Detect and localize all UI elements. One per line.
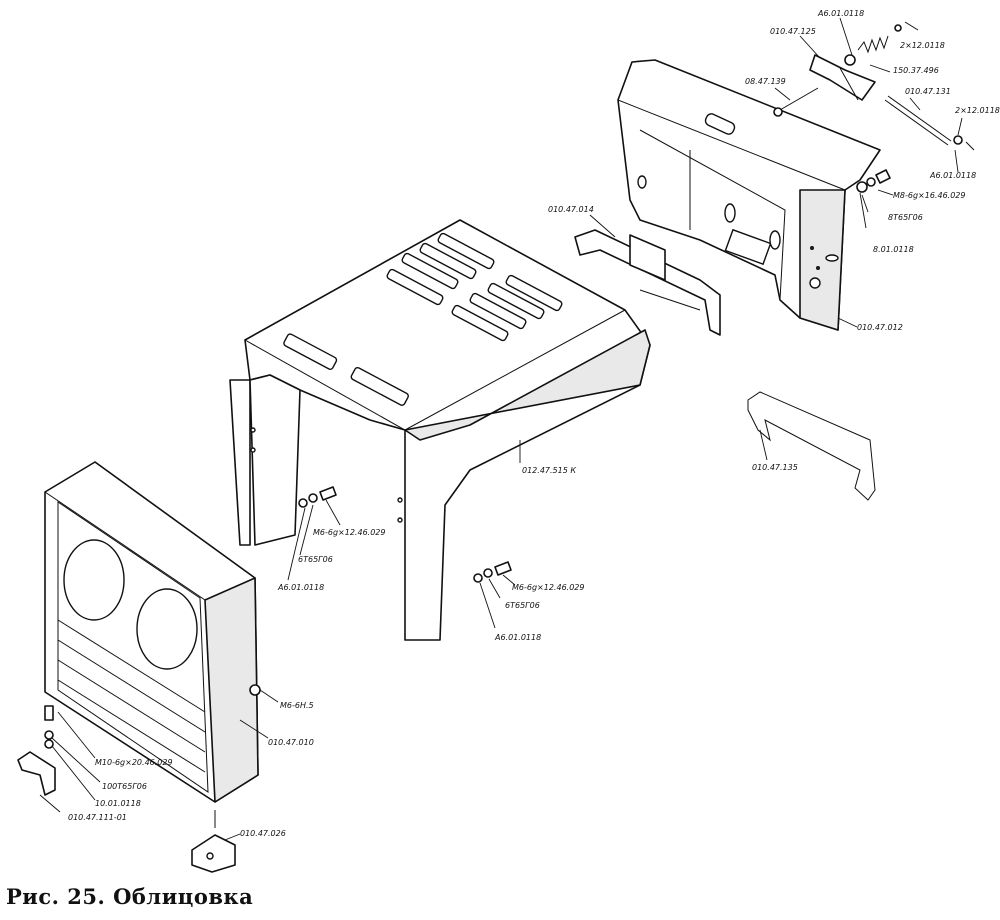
rod-010-47-131 <box>884 95 975 151</box>
label-08-47-139: 08.47.139 <box>745 77 786 86</box>
label-010-47-026: 010.47.026 <box>240 829 286 838</box>
spring-clip-010-47-135 <box>747 391 876 501</box>
label-a601-top: А6.01.0118 <box>817 9 864 18</box>
bracket-010-47-111-01 <box>17 705 56 796</box>
label-8-01-0118: 8.01.0118 <box>873 245 914 254</box>
label-m6-mid: М6-6g×12.46.029 <box>512 583 584 592</box>
fasteners-left <box>298 486 337 508</box>
label-2x12-right: 2×12.0118 <box>955 106 1000 115</box>
label-010-47-111-01: 010.47.111-01 <box>68 813 127 822</box>
exploded-assembly-drawing: А6.01.0118 2×12.0118 010.47.125 150.37.4… <box>17 9 1000 873</box>
rear-panel-010-47-012 <box>617 59 881 331</box>
label-m8-6g: М8-6g×16.46.029 <box>893 191 965 200</box>
part-labels: А6.01.0118 2×12.0118 010.47.125 150.37.4… <box>68 9 1000 838</box>
label-6t65g06-mid: 6Т65Г06 <box>505 601 540 610</box>
label-010-47-125: 010.47.125 <box>770 27 816 36</box>
hood-012-47-515k <box>229 219 651 641</box>
label-010-47-131: 010.47.131 <box>905 87 951 96</box>
label-2x12-top: 2×12.0118 <box>900 41 945 50</box>
label-m6-6h5: М6-6Н.5 <box>280 701 314 710</box>
label-010-47-014: 010.47.014 <box>548 205 594 214</box>
latch-010-47-125 <box>809 54 876 101</box>
bracket-010-47-014 <box>574 229 721 336</box>
label-m10: М10-6g×20.46.029 <box>95 758 173 767</box>
label-6t65g06-left: 6Т65Г06 <box>298 555 333 564</box>
label-012-47-515k: 012.47.515 К <box>522 466 576 475</box>
spring-150-37-496 <box>844 21 919 66</box>
fasteners-mid <box>473 561 512 583</box>
label-10-01-0118: 10.01.0118 <box>95 799 141 808</box>
label-m6-left: М6-6g×12.46.029 <box>313 528 385 537</box>
label-150-37-496: 150.37.496 <box>893 66 939 75</box>
label-a601-left: А6.01.0118 <box>277 583 324 592</box>
leader-lines <box>39 17 963 841</box>
label-a601-mid: А6.01.0118 <box>494 633 541 642</box>
label-8t65g06: 8Т65Г06 <box>888 213 923 222</box>
figure-caption: Рис. 25. Облицовка <box>6 884 254 909</box>
grille-010-47-010 <box>44 461 261 803</box>
label-a601-right: А6.01.0118 <box>929 171 976 180</box>
bolt-washer-m8 <box>856 169 891 193</box>
label-010-47-135: 010.47.135 <box>752 463 798 472</box>
label-010-47-010: 010.47.010 <box>268 738 314 747</box>
pin-08-47-139 <box>773 87 819 117</box>
label-100t65g06: 100Т65Г06 <box>102 782 147 791</box>
bracket-010-47-026 <box>191 810 236 873</box>
label-010-47-012: 010.47.012 <box>857 323 903 332</box>
